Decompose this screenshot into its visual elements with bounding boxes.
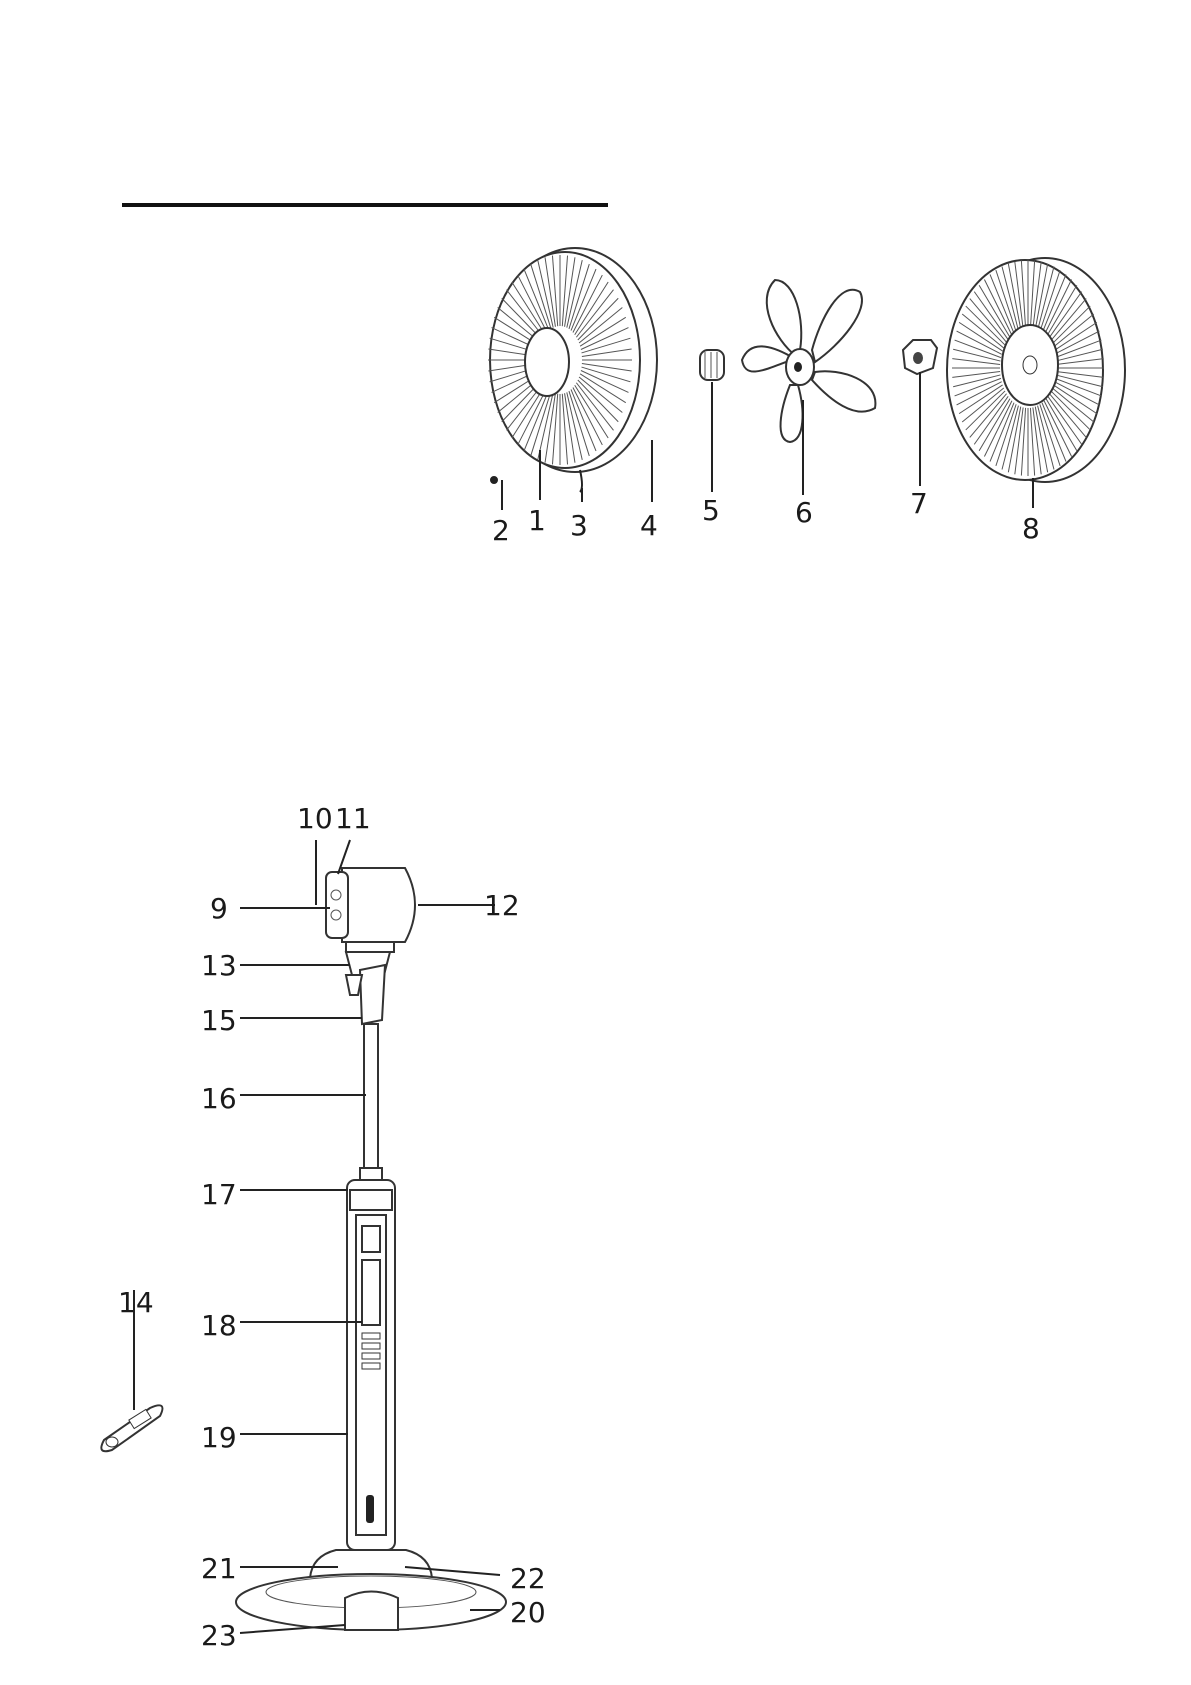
assembly-leader-lines (134, 840, 500, 1633)
fan-blade-illustration (742, 280, 875, 442)
rear-nut-illustration (903, 340, 937, 374)
label-13: 13 (201, 949, 237, 982)
label-15: 15 (201, 1004, 237, 1037)
label-3: 3 (570, 509, 588, 542)
label-12: 12 (484, 889, 520, 922)
label-9: 9 (210, 892, 228, 925)
front-grille-illustration (488, 248, 657, 492)
label-22: 22 (510, 1562, 546, 1595)
label-6: 6 (795, 496, 813, 529)
label-4: 4 (640, 509, 658, 542)
label-1: 1 (528, 504, 546, 537)
label-7: 7 (910, 487, 928, 520)
tilt-joint-illustration (346, 952, 390, 1024)
label-8: 8 (1022, 512, 1040, 545)
spinner-nut-illustration (700, 350, 724, 380)
label-11: 11 (335, 802, 371, 835)
motor-head-illustration (290, 868, 415, 952)
label-19: 19 (201, 1421, 237, 1454)
fan-base-illustration (236, 1550, 506, 1630)
label-18: 18 (201, 1309, 237, 1342)
lower-column-illustration (347, 1180, 395, 1550)
remote-control-illustration (101, 1405, 162, 1451)
rear-grille-illustration (947, 258, 1125, 482)
label-5: 5 (702, 494, 720, 527)
upper-pole-illustration (360, 1024, 382, 1180)
label-21: 21 (201, 1552, 237, 1585)
label-17: 17 (201, 1178, 237, 1211)
label-16: 16 (201, 1082, 237, 1115)
label-23: 23 (201, 1619, 237, 1652)
label-10: 10 (297, 802, 333, 835)
label-14: 14 (118, 1286, 154, 1319)
label-20: 20 (510, 1596, 546, 1629)
label-2: 2 (492, 514, 510, 547)
